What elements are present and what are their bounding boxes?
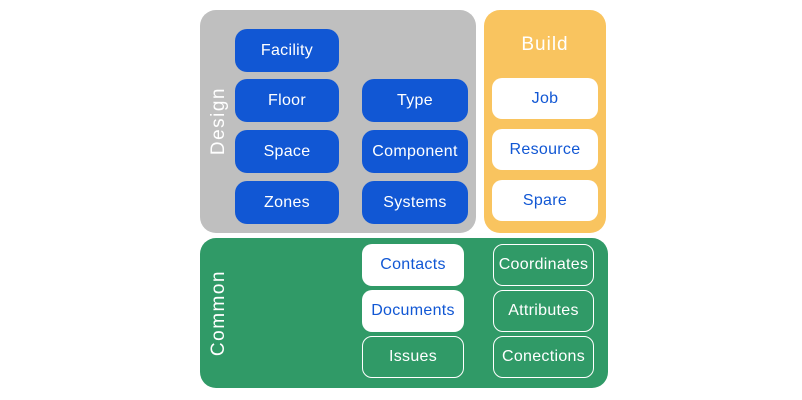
node-facility: Facility — [235, 29, 339, 72]
design-panel-label: Design — [202, 10, 236, 233]
node-contacts: Contacts — [362, 244, 464, 286]
node-attributes: Attributes — [493, 290, 594, 332]
node-systems: Systems — [362, 181, 468, 224]
node-component: Component — [362, 130, 468, 173]
node-conections: Conections — [493, 336, 594, 378]
common-panel: Common Contacts Documents Issues Coordin… — [200, 238, 608, 388]
node-type: Type — [362, 79, 468, 122]
node-floor: Floor — [235, 79, 339, 122]
node-space: Space — [235, 130, 339, 173]
node-documents: Documents — [362, 290, 464, 332]
common-panel-label: Common — [202, 238, 236, 388]
common-panel-label-text: Common — [208, 269, 229, 357]
design-panel-label-text: Design — [208, 87, 229, 156]
node-job: Job — [492, 78, 598, 119]
build-panel: Build Job Resource Spare — [484, 10, 606, 233]
node-issues: Issues — [362, 336, 464, 378]
node-coordinates: Coordinates — [493, 244, 594, 286]
node-resource: Resource — [492, 129, 598, 170]
node-zones: Zones — [235, 181, 339, 224]
design-panel: Design Facility Floor Type Space Compone… — [200, 10, 476, 233]
node-spare: Spare — [492, 180, 598, 221]
build-panel-label: Build — [521, 34, 569, 55]
